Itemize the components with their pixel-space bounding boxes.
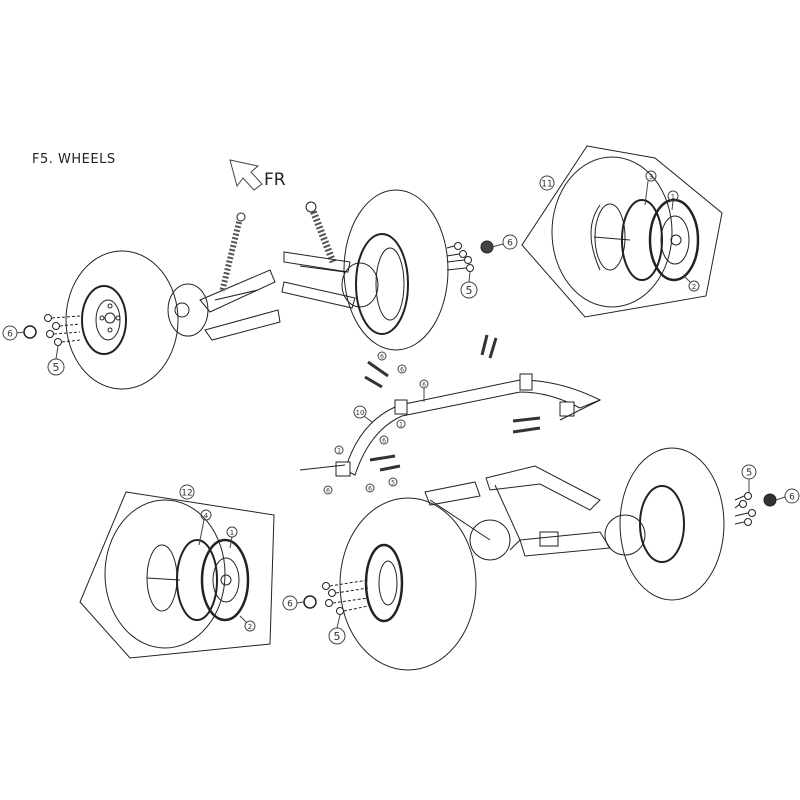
svg-text:5: 5 bbox=[391, 480, 395, 487]
front-left-wheel bbox=[23, 212, 281, 390]
callout-1-stab-b: 1 bbox=[334, 445, 344, 455]
callout-6-front-left: 6 bbox=[2, 325, 26, 341]
svg-text:2: 2 bbox=[248, 623, 252, 631]
assembly-outline bbox=[521, 145, 723, 318]
front-left-shock bbox=[219, 212, 246, 293]
svg-text:6: 6 bbox=[382, 438, 386, 445]
svg-text:6: 6 bbox=[380, 354, 384, 361]
brake-disc bbox=[167, 283, 209, 337]
rim bbox=[648, 198, 700, 282]
callout-12: 12 bbox=[179, 484, 195, 500]
svg-text:6: 6 bbox=[7, 330, 13, 340]
svg-text:6: 6 bbox=[287, 600, 293, 610]
svg-text:1: 1 bbox=[671, 193, 675, 201]
hub-cap-nut-icon bbox=[480, 240, 494, 254]
rear-right-wheel bbox=[619, 447, 777, 601]
rear-left-hub bbox=[469, 519, 511, 561]
callout-6-stab-e: 6 bbox=[323, 485, 333, 495]
callout-1-stab-a: 1 bbox=[396, 419, 406, 429]
front-right-shock bbox=[305, 201, 337, 264]
svg-text:6: 6 bbox=[368, 486, 372, 493]
svg-text:3: 3 bbox=[649, 173, 653, 181]
callout-6-stab-c: 6 bbox=[419, 379, 429, 402]
tire bbox=[619, 447, 725, 601]
front-direction-label: FR bbox=[264, 170, 286, 190]
hub-cap-nut-icon bbox=[303, 595, 317, 609]
callout-6-rear-right: 6 bbox=[775, 488, 800, 504]
svg-text:1: 1 bbox=[230, 529, 234, 537]
stabilizer-bolts bbox=[364, 334, 541, 472]
callout-5-front-right: 5 bbox=[460, 271, 478, 299]
callout-6-stab-b: 6 bbox=[397, 364, 407, 374]
rim bbox=[355, 233, 409, 335]
callout-6-stab-d: 6 bbox=[379, 435, 389, 445]
callouts: 6 5 6 5 11 3 1 2 bbox=[2, 170, 800, 645]
rear-left-wheel bbox=[303, 497, 477, 671]
callout-1-rear-assembly: 1 bbox=[226, 526, 238, 549]
svg-text:5: 5 bbox=[746, 468, 752, 479]
callout-3: 3 bbox=[644, 170, 657, 206]
front-wheel-assembly-exploded bbox=[521, 145, 723, 318]
callout-5-rear-right: 5 bbox=[741, 464, 757, 492]
svg-text:6: 6 bbox=[422, 382, 426, 389]
rear-wheel-assembly-exploded bbox=[79, 491, 275, 659]
svg-text:5: 5 bbox=[53, 361, 60, 374]
svg-text:1: 1 bbox=[337, 448, 341, 455]
callout-5-stab: 5 bbox=[388, 477, 398, 487]
diagram-title: F5. WHEELS bbox=[32, 152, 116, 167]
lug-nuts bbox=[44, 314, 81, 346]
rim bbox=[81, 285, 127, 355]
rim bbox=[639, 485, 685, 563]
tire bbox=[339, 497, 477, 671]
brake-disc bbox=[341, 262, 379, 308]
svg-text:5: 5 bbox=[466, 284, 473, 297]
svg-text:11: 11 bbox=[541, 180, 552, 190]
tire bbox=[65, 250, 179, 390]
callout-10: 10 bbox=[353, 405, 373, 423]
callout-2-front-assembly: 2 bbox=[683, 275, 700, 292]
callout-1-front-assembly: 1 bbox=[667, 190, 679, 211]
svg-text:5: 5 bbox=[334, 630, 341, 643]
tire bbox=[104, 499, 226, 649]
hub-cap-nut-icon bbox=[763, 493, 777, 507]
rim bbox=[200, 538, 250, 622]
callout-5-rear-left: 5 bbox=[328, 614, 346, 645]
svg-text:10: 10 bbox=[356, 409, 365, 417]
rear-right-hub bbox=[604, 514, 646, 556]
callout-6-front-right: 6 bbox=[491, 234, 518, 250]
svg-text:6: 6 bbox=[400, 367, 404, 374]
svg-text:12: 12 bbox=[181, 489, 192, 499]
hub-cap-nut-icon bbox=[23, 325, 37, 339]
callout-4: 4 bbox=[198, 509, 212, 546]
svg-text:6: 6 bbox=[326, 488, 330, 495]
rear-suspension bbox=[424, 465, 646, 561]
tire bbox=[551, 156, 673, 308]
svg-text:2: 2 bbox=[692, 283, 696, 291]
rim bbox=[364, 543, 404, 623]
svg-text:1: 1 bbox=[399, 422, 403, 429]
svg-text:6: 6 bbox=[789, 493, 795, 503]
callout-11: 11 bbox=[539, 175, 555, 191]
front-direction-arrow-icon bbox=[229, 159, 263, 191]
callout-6-stab-a: 6 bbox=[377, 351, 387, 361]
stabilizer-bar bbox=[299, 334, 602, 477]
callout-5-front-left: 5 bbox=[47, 345, 65, 376]
svg-text:4: 4 bbox=[204, 512, 209, 520]
callout-2-rear-assembly: 2 bbox=[239, 615, 256, 632]
front-right-wheel bbox=[281, 189, 494, 351]
callout-6-rear-left: 6 bbox=[282, 595, 305, 611]
assembly-outline bbox=[79, 491, 275, 659]
svg-text:6: 6 bbox=[507, 239, 513, 249]
callout-6-stab-f: 6 bbox=[365, 483, 375, 493]
